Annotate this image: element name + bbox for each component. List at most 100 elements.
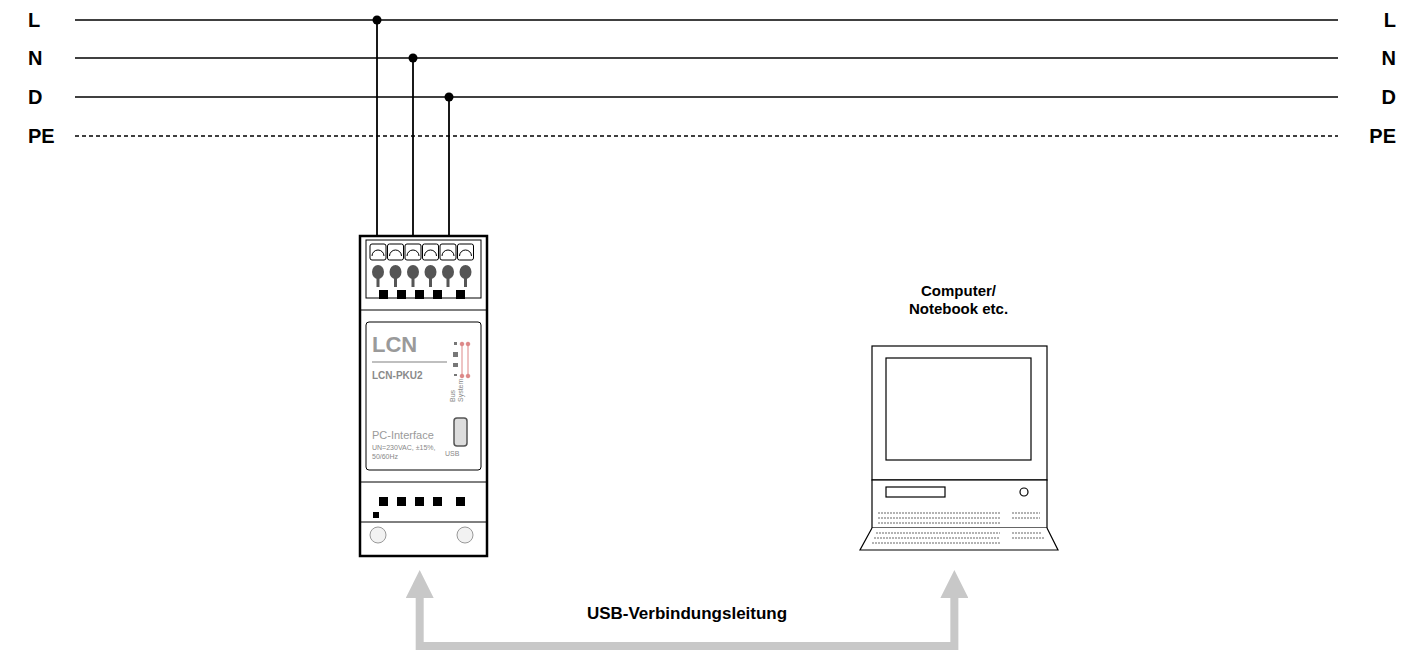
conductor-name: N	[28, 47, 42, 69]
junction-dot	[373, 16, 382, 25]
monitor	[872, 346, 1047, 480]
key-row	[878, 513, 1000, 514]
slot	[397, 290, 406, 299]
cable-label: USB-Verbindungsleitung	[583, 604, 791, 624]
vent-slots	[373, 290, 465, 518]
housing-edge	[360, 522, 487, 523]
keyboard-keys	[872, 513, 1044, 543]
logo-underline	[372, 361, 447, 363]
screw-shaft	[394, 278, 397, 287]
led-label: Bus	[449, 390, 456, 402]
symbol	[453, 352, 458, 357]
terminal-clamp	[372, 250, 472, 256]
conductor-name: PE	[1369, 125, 1396, 147]
bus-wires	[75, 20, 1338, 136]
terminal	[388, 244, 404, 260]
terminals	[370, 244, 474, 260]
led	[466, 374, 470, 378]
led-indicators	[460, 342, 470, 378]
led	[460, 342, 464, 346]
slot	[415, 497, 424, 506]
led-line	[468, 342, 469, 378]
front-panel	[366, 322, 481, 470]
screw	[460, 265, 472, 279]
model-name: LCN-PKU2	[372, 370, 423, 381]
keyboard	[860, 528, 1058, 550]
slot	[433, 497, 442, 506]
wire-pe	[75, 135, 1338, 136]
terminal	[370, 244, 386, 260]
brand-logo: LCN	[372, 332, 417, 358]
symbol	[454, 374, 457, 376]
junction-dot	[445, 93, 454, 102]
slot	[397, 497, 406, 506]
key-row	[1012, 538, 1044, 539]
tap-wire	[376, 20, 378, 268]
screw-heads	[372, 265, 472, 287]
knob	[370, 527, 386, 543]
led	[460, 374, 464, 378]
slot	[373, 512, 379, 518]
symbol	[453, 363, 458, 367]
computer: Computer/ Notebook etc.	[855, 280, 1062, 552]
conductor-name: D	[1382, 86, 1396, 108]
terminal	[458, 244, 474, 260]
screw-shaft	[377, 278, 380, 287]
conductor-name: L	[28, 9, 40, 31]
device-caption: Computer/ Notebook etc.	[900, 282, 1017, 318]
device-housing	[360, 236, 487, 556]
slot	[433, 290, 442, 299]
rating-text: UN=230VAC, ±15%, 50/60Hz	[372, 443, 440, 461]
wire-n	[75, 57, 1338, 58]
usb-cable	[420, 598, 955, 646]
housing-edge	[360, 310, 487, 311]
screw	[407, 265, 419, 279]
terminal	[440, 244, 456, 260]
slot	[456, 290, 465, 299]
key-row	[1012, 518, 1040, 519]
key-row	[872, 543, 1000, 544]
screen	[886, 358, 1031, 460]
led-line	[462, 342, 463, 378]
terminal	[423, 244, 439, 260]
tap-dots	[373, 16, 454, 102]
key-row	[1012, 513, 1040, 514]
computer-illustration	[860, 346, 1058, 550]
key-row	[1012, 533, 1042, 534]
screw	[390, 265, 402, 279]
usb-port	[454, 418, 467, 446]
slot	[379, 497, 388, 506]
slot	[379, 290, 388, 299]
knob	[457, 527, 473, 543]
screw-shaft	[429, 278, 432, 287]
key-row	[876, 533, 1000, 534]
conductor-name: PE	[28, 125, 55, 147]
terminal-block	[366, 240, 481, 298]
slot	[415, 290, 424, 299]
conductor-name: N	[1382, 47, 1396, 69]
led-symbols	[453, 342, 458, 376]
housing-edge	[360, 482, 487, 483]
screw-shaft	[464, 278, 467, 287]
led-label: System	[457, 379, 464, 402]
led	[466, 342, 470, 346]
symbol	[454, 342, 457, 345]
device-type: PC-Interface	[372, 429, 434, 441]
screw-shaft	[412, 278, 415, 287]
terminal	[405, 244, 421, 260]
screw	[425, 265, 437, 279]
wire-d	[75, 96, 1338, 97]
computer-base	[872, 480, 1047, 528]
key-row	[874, 538, 1000, 539]
screw	[372, 265, 384, 279]
drive-slot	[886, 487, 945, 497]
housing-outline	[360, 236, 487, 556]
tap-wires	[377, 20, 449, 268]
conductor-name: L	[1384, 9, 1396, 31]
key-row	[878, 518, 1000, 519]
power-button	[1020, 488, 1028, 496]
